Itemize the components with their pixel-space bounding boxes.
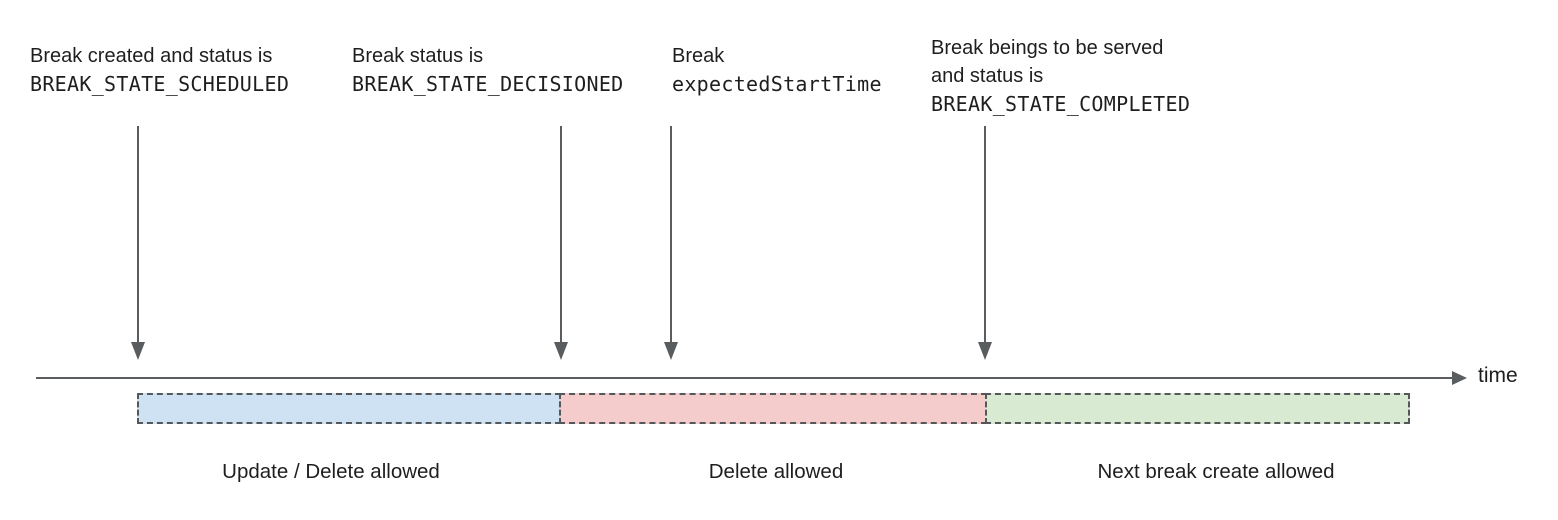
annotation-text: Break beings to be served bbox=[931, 37, 1164, 59]
annotation-code-expected-start-time: expectedStartTime bbox=[672, 72, 882, 96]
segment-update-delete-allowed bbox=[137, 393, 561, 424]
arrowhead-icon bbox=[978, 342, 992, 360]
timeline-axis bbox=[36, 377, 1453, 379]
annotation-expected-start-time: Break expectedStartTime bbox=[672, 42, 882, 99]
segment-label-delete: Delete allowed bbox=[708, 460, 844, 483]
annotation-text: Break bbox=[672, 45, 725, 67]
annotation-break-completed: Break beings to be served and status is … bbox=[931, 34, 1190, 119]
arrowhead-icon bbox=[131, 342, 145, 360]
timeline-axis-label: time bbox=[1478, 364, 1518, 387]
annotation-code-completed: BREAK_STATE_COMPLETED bbox=[931, 92, 1191, 116]
annotation-break-scheduled: Break created and status is BREAK_STATE_… bbox=[30, 42, 289, 99]
annotation-text: Break status is bbox=[352, 45, 484, 67]
down-arrow-scheduled-icon bbox=[131, 126, 145, 360]
annotation-break-decisioned: Break status is BREAK_STATE_DECISIONED bbox=[352, 42, 624, 99]
down-arrow-expected-start-icon bbox=[664, 126, 678, 360]
arrowhead-icon bbox=[664, 342, 678, 360]
annotation-text: Break created and status is bbox=[30, 45, 273, 67]
arrowhead-icon bbox=[554, 342, 568, 360]
segment-delete-allowed bbox=[559, 393, 987, 424]
segment-next-break-create-allowed bbox=[985, 393, 1410, 424]
segment-label-next-break: Next break create allowed bbox=[1097, 460, 1335, 483]
annotation-text: and status is bbox=[931, 65, 1044, 87]
annotation-code-decisioned: BREAK_STATE_DECISIONED bbox=[352, 72, 624, 96]
annotation-code-scheduled: BREAK_STATE_SCHEDULED bbox=[30, 72, 290, 96]
segment-label-update-delete: Update / Delete allowed bbox=[222, 460, 440, 483]
down-arrow-decisioned-icon bbox=[554, 126, 568, 360]
timeline-arrowhead-icon bbox=[1452, 371, 1467, 385]
down-arrow-completed-icon bbox=[978, 126, 992, 360]
lifecycle-segment-bar bbox=[137, 393, 1410, 424]
